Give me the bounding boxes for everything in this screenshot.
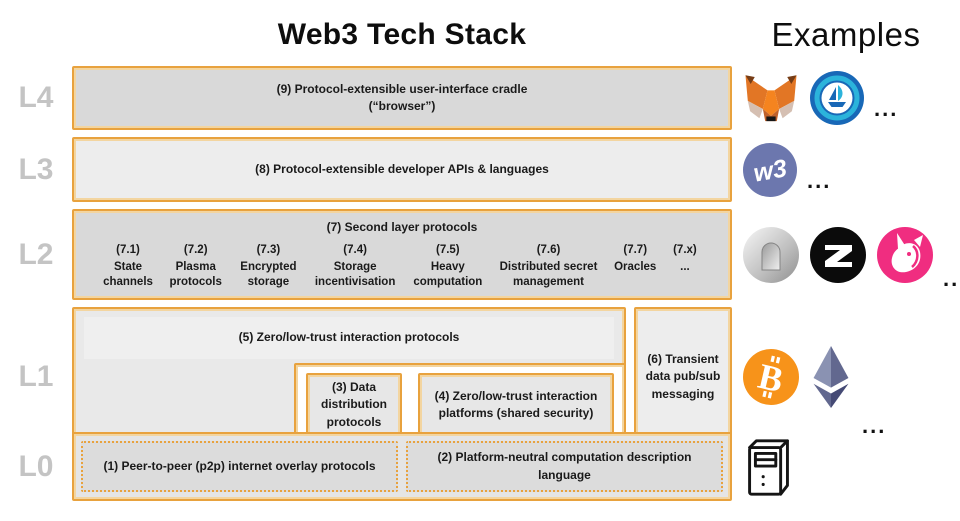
metamask-icon <box>745 74 797 121</box>
layer-label-l0: L0 <box>18 449 54 483</box>
l2-item: (7.1)State channels <box>103 244 153 289</box>
box-6-transient-messaging: (6) Transient data pub/sub messaging <box>634 307 732 448</box>
examples-l3: w3 ... <box>732 137 960 202</box>
l2-item: (7.x)... <box>673 244 697 273</box>
more-ellipsis: ... <box>807 168 832 193</box>
box-5-text: (5) Zero/low-trust interaction protocols <box>84 317 614 359</box>
layer-row-l2: L2 (7) Second layer protocols (7.1)State… <box>0 209 960 300</box>
l1-boxes: (5) Zero/low-trust interaction protocols… <box>72 307 732 448</box>
box-8-text: (8) Protocol-extensible developer APIs &… <box>255 161 549 176</box>
l2-item: (7.6)Distributed secret management <box>499 244 598 289</box>
l2-item: (7.7)Oracles <box>614 244 657 273</box>
header: Web3 Tech Stack Examples <box>0 0 960 66</box>
box-4-interaction-platforms: (4) Zero/low-trust interaction platforms… <box>418 373 614 438</box>
l2-item: (7.3)Encrypted storage <box>240 244 297 289</box>
box-2-computation-language: (2) Platform-neutral computation descrip… <box>406 441 723 492</box>
examples-l1: B ... <box>732 307 960 447</box>
page-title: Web3 Tech Stack <box>277 18 527 51</box>
silver-coin-icon <box>743 226 799 283</box>
box-9-line2: (“browser”) <box>368 99 436 113</box>
uniswap-icon <box>877 226 933 283</box>
examples-l4: ... <box>732 66 960 130</box>
bitcoin-icon: B <box>743 349 799 406</box>
z-coin-icon <box>810 226 866 283</box>
box-7-second-layer: (7) Second layer protocols (7.1)State ch… <box>72 209 732 300</box>
web3-icon: w3 <box>743 142 797 197</box>
l2-item: (7.4)Storage incentivisation <box>314 244 396 289</box>
more-ellipsis: ... <box>862 413 887 439</box>
layer-label-l4: L4 <box>18 81 54 114</box>
opensea-icon <box>810 71 864 125</box>
examples-title: Examples <box>771 16 921 53</box>
examples-l2: ... <box>732 209 960 300</box>
layer-row-l4: L4 (9) Protocol-extensible user-interfac… <box>0 66 960 130</box>
layer-label-l1: L1 <box>18 360 54 394</box>
l2-item: (7.2)Plasma protocols <box>169 244 222 289</box>
layer-row-l0: L0 (1) Peer-to-peer (p2p) internet overl… <box>0 432 960 501</box>
layer-row-l3: L3 (8) Protocol-extensible developer API… <box>0 137 960 202</box>
computer-tower-icon <box>748 438 789 496</box>
layer-label-l2: L2 <box>18 237 54 271</box>
box-1-p2p-overlay: (1) Peer-to-peer (p2p) internet overlay … <box>81 441 398 492</box>
svg-text:w3: w3 <box>751 154 789 187</box>
ethereum-icon <box>813 346 849 409</box>
examples-l0 <box>732 432 960 501</box>
box-9-ui-cradle: (9) Protocol-extensible user-interface c… <box>72 66 732 130</box>
box-3-data-distribution: (3) Data distribution protocols <box>306 373 402 438</box>
box-8-dev-apis: (8) Protocol-extensible developer APIs &… <box>72 137 732 202</box>
box-5-outer: (5) Zero/low-trust interaction protocols… <box>72 307 626 448</box>
more-ellipsis: ... <box>943 266 960 291</box>
more-ellipsis: ... <box>874 96 899 121</box>
layer-label-l3: L3 <box>18 152 54 186</box>
box-9-line1: (9) Protocol-extensible user-interface c… <box>276 81 528 96</box>
box-7-items: (7.1)State channels (7.2)Plasma protocol… <box>74 243 730 291</box>
box-l0: (1) Peer-to-peer (p2p) internet overlay … <box>72 432 732 501</box>
box-7-title: (7) Second layer protocols <box>326 220 478 234</box>
l2-item: (7.5)Heavy computation <box>413 244 483 289</box>
layer-row-l1: L1 (5) Zero/low-trust interaction protoc… <box>0 307 960 448</box>
